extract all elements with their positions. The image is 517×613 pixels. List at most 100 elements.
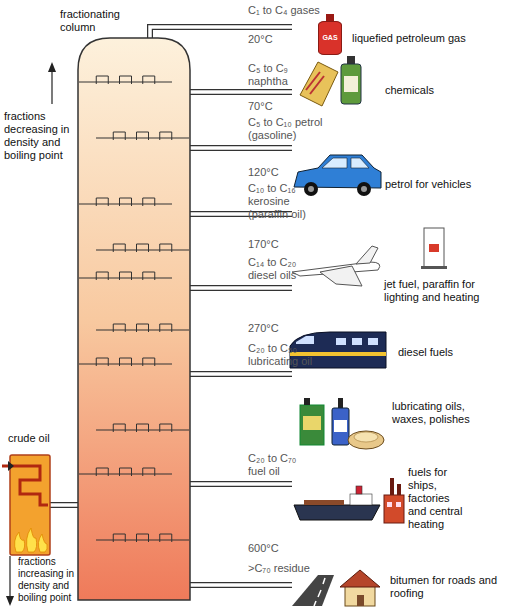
bubble-cap-tray — [137, 244, 149, 252]
fractionating-column — [78, 38, 190, 600]
pipe — [188, 146, 292, 150]
text-label: fractions decreasing in density and boil… — [4, 110, 76, 162]
text-label: C₁₀ to C₁₆ kerosine (paraffin oil) — [248, 182, 330, 221]
text-label: 170°C — [248, 238, 279, 251]
text-label: C₂₀ to C₇₀ fuel oil — [248, 452, 310, 478]
factory-icon — [396, 502, 401, 507]
road-icon — [292, 575, 334, 606]
diesel-train-icon — [296, 336, 314, 344]
pipe — [188, 481, 292, 487]
bubble-cap-tray — [113, 424, 125, 432]
direction-arrow — [9, 556, 10, 598]
lubricant-icon — [332, 408, 349, 445]
bubble-cap-tray — [96, 249, 189, 250]
gas-cylinder-valve — [326, 14, 334, 21]
bubble-cap-tray — [96, 329, 189, 330]
pipe — [188, 372, 292, 376]
text-label: fractionating column — [60, 8, 140, 34]
bubble-cap-tray — [96, 539, 189, 540]
text-label: fuels for ships, factories and central h… — [408, 466, 464, 531]
furnace — [2, 466, 48, 505]
chemicals-icon — [341, 64, 361, 104]
bubble-cap-tray — [79, 473, 172, 474]
factory-icon — [387, 502, 392, 507]
ship-icon — [294, 505, 380, 520]
ship-icon — [294, 486, 380, 520]
bubble-cap-tray — [96, 198, 108, 206]
house-icon — [340, 570, 380, 606]
lubricant-icon — [304, 398, 310, 405]
text-label: C₅ to C₉ naphtha — [248, 62, 310, 88]
bubble-cap-tray — [160, 244, 172, 252]
text-label: fractions increasing in density and boil… — [18, 556, 76, 604]
diesel-train-icon — [352, 338, 362, 345]
text-label: 600°C — [248, 542, 279, 555]
car-icon — [294, 155, 381, 196]
bubble-cap-tray — [137, 324, 149, 332]
bubble-cap-tray — [113, 132, 125, 140]
text-label: jet fuel, paraffin for lighting and heat… — [384, 278, 510, 304]
pipe — [188, 285, 292, 291]
pipe — [188, 145, 292, 151]
bubble-cap-tray — [113, 534, 125, 542]
bubble-cap-tray — [137, 132, 149, 140]
ship-icon — [304, 500, 344, 505]
bubble-cap-tray — [113, 244, 125, 252]
diesel-train-icon — [368, 338, 378, 345]
paraffin-heater-icon — [421, 266, 447, 269]
chemicals-icon — [344, 76, 358, 92]
car-icon — [351, 158, 369, 168]
pipe — [188, 286, 292, 290]
text-label: >C₇₀ residue — [248, 562, 310, 575]
lubricant-icon — [303, 416, 321, 430]
chemicals-icon — [300, 62, 338, 106]
pipe — [188, 371, 292, 377]
car-icon — [361, 186, 367, 192]
direction-arrow — [8, 461, 14, 471]
gas-cylinder-valve — [326, 14, 334, 21]
bubble-cap-tray — [113, 324, 125, 332]
bubble-cap-tray — [120, 358, 132, 366]
text-label: lubricating oils, waxes, polishes — [392, 400, 476, 426]
bubble-cap-tray — [143, 272, 155, 280]
lubricant-icon — [338, 398, 343, 408]
text-label: 270°C — [248, 322, 279, 335]
text-label: bitumen for roads and roofing — [390, 574, 500, 600]
pipe — [48, 502, 80, 508]
lubricant-icon — [334, 420, 347, 432]
ship-icon — [350, 494, 372, 505]
house-icon — [357, 595, 364, 606]
bubble-cap-tray — [96, 137, 189, 138]
bubble-cap-tray — [96, 272, 108, 280]
direction-arrow — [48, 62, 56, 72]
bubble-cap-tray — [120, 198, 132, 206]
text-label: petrol for vehicles — [385, 178, 471, 191]
paraffin-heater-icon — [421, 228, 447, 269]
pipe — [188, 582, 292, 588]
house-icon — [345, 586, 375, 606]
factory-icon — [384, 478, 404, 523]
text-label: 20°C — [248, 33, 273, 46]
road-icon — [292, 575, 334, 606]
bubble-cap-tray — [137, 534, 149, 542]
factory-icon — [397, 484, 401, 495]
paraffin-heater-icon — [429, 244, 439, 252]
car-icon — [294, 155, 381, 188]
text-label: C₁₄ to C₂₀ diesel oils — [248, 256, 310, 282]
bubble-cap-tray — [120, 76, 132, 84]
text-label: 70°C — [248, 100, 273, 113]
bubble-cap-tray — [96, 76, 108, 84]
bubble-cap-tray — [143, 76, 155, 84]
text-label: liquefied petroleum gas — [352, 32, 466, 45]
car-icon — [304, 182, 318, 196]
text-label: C₅ to C₁₀ petrol (gasoline) — [248, 116, 326, 142]
bubble-cap-tray — [160, 324, 172, 332]
bubble-cap-tray — [143, 198, 155, 206]
text-label: diesel fuels — [398, 346, 453, 359]
text-label: crude oil — [8, 432, 50, 445]
bubble-cap-tray — [120, 468, 132, 476]
text-label: 120°C — [248, 166, 279, 179]
direction-arrow — [6, 596, 14, 606]
pipe — [48, 503, 80, 507]
house-icon — [340, 570, 380, 587]
